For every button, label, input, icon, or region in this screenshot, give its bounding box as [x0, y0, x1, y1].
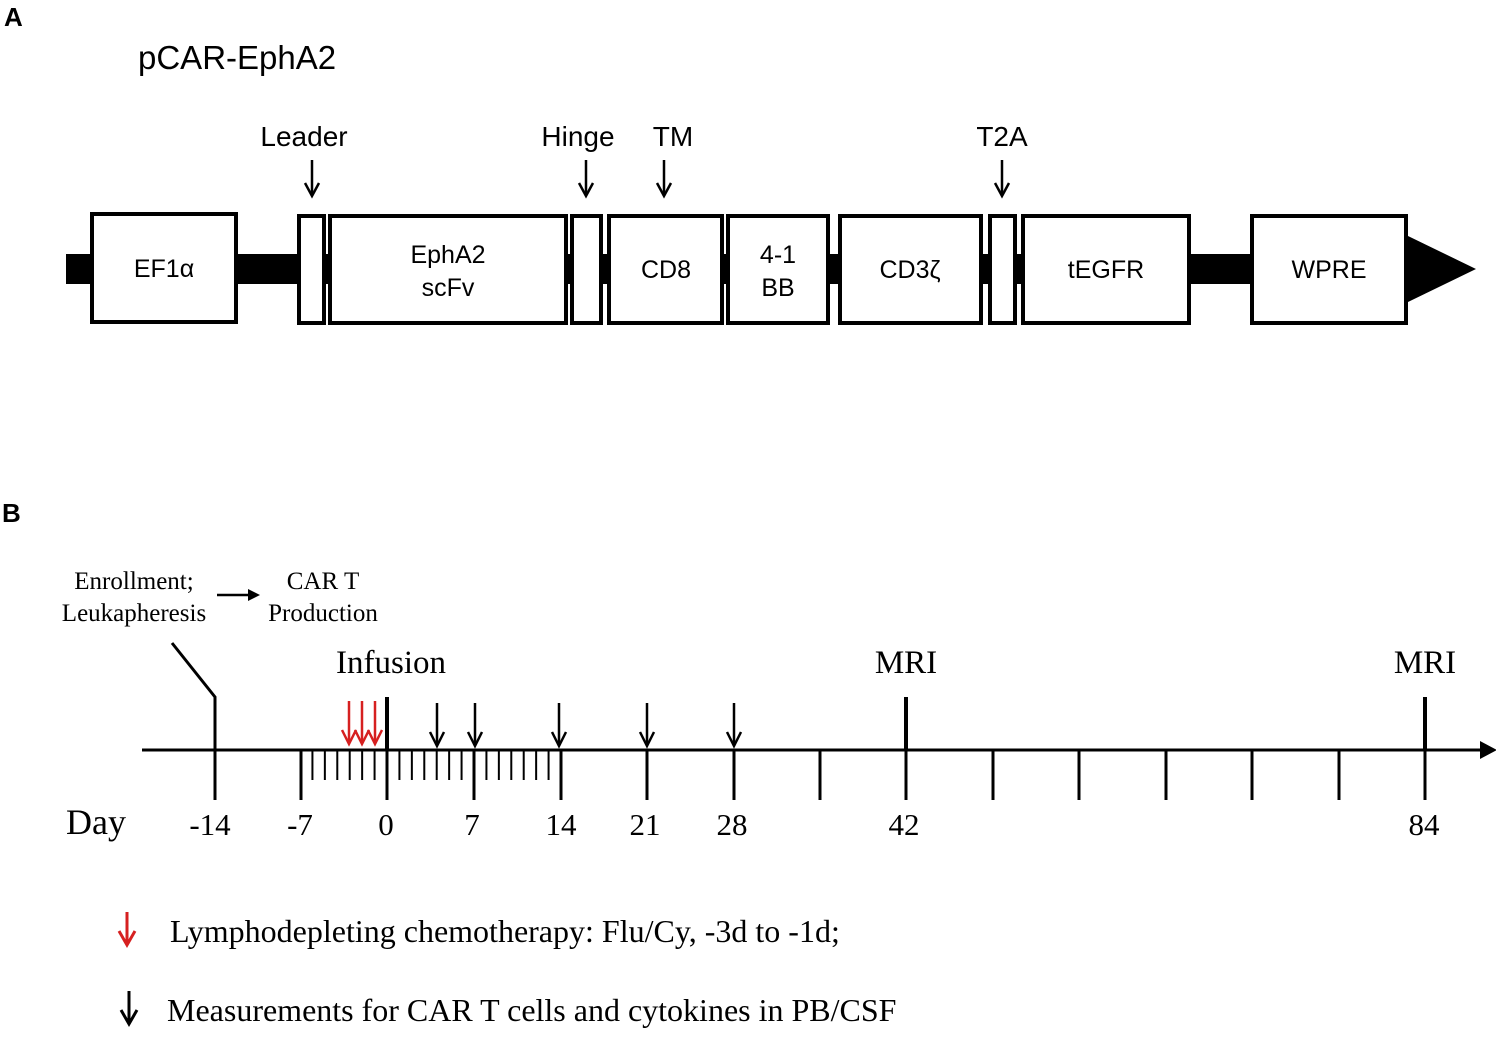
legend-chemotherapy: Lymphodepleting chemotherapy: Flu/Cy, -3…	[117, 912, 840, 949]
segment-leader	[297, 214, 326, 325]
segment-tegfr: tEGFR	[1021, 214, 1191, 325]
callout-tm-label: TM	[653, 121, 693, 152]
segment-epha2-label-line1: EphA2	[410, 241, 485, 269]
callout-t2a: T2A	[976, 121, 1028, 199]
segment-epha2-scfv: EphA2 scFv	[328, 214, 568, 325]
segment-wpre-label: WPRE	[1292, 256, 1367, 284]
enrollment-label-line2: Leukapheresis	[62, 600, 206, 627]
measurement-arrow	[638, 703, 656, 749]
measurement-arrow-head	[466, 731, 484, 749]
segment-ef1a: EF1α	[90, 212, 238, 324]
legend-measurement-text: Measurements for CAR T cells and cytokin…	[167, 992, 896, 1028]
construct-title: pCAR-EphA2	[138, 39, 336, 76]
chemotherapy-arrow-head	[366, 729, 384, 747]
callout-hinge-label: Hinge	[541, 121, 614, 152]
enrollment-connector	[170, 642, 217, 750]
production-label-line1: CAR T	[287, 568, 359, 595]
chemotherapy-arrow-head	[340, 729, 358, 747]
segment-epha2-label-line2: scFv	[422, 274, 475, 302]
chemotherapy-arrow	[366, 701, 384, 747]
day-tick-label: 7	[464, 807, 480, 842]
chemotherapy-arrow	[353, 701, 371, 747]
segment-cd8: CD8	[607, 214, 724, 325]
chemotherapy-arrow	[340, 701, 358, 747]
enrollment-label-line1: Enrollment;	[74, 568, 193, 595]
measurement-arrow-head	[638, 731, 656, 749]
day-tick-label: 21	[630, 807, 661, 842]
mri-label-2: MRI	[1394, 645, 1456, 681]
callout-tm: TM	[653, 121, 693, 199]
panel-a-label: A	[4, 2, 23, 32]
measurement-arrow-head	[550, 731, 568, 749]
timeline-marker-lines	[385, 697, 1427, 750]
segment-4-1bb-label-line1: 4-1	[760, 241, 796, 269]
segment-hinge	[570, 214, 603, 325]
chemotherapy-arrow-head	[353, 729, 371, 747]
callout-hinge: Hinge	[541, 121, 615, 199]
segment-ef1a-label: EF1α	[134, 255, 194, 283]
timeline-arrowhead	[1480, 741, 1496, 759]
measurement-arrow	[428, 703, 446, 749]
legend-chemotherapy-text: Lymphodepleting chemotherapy: Flu/Cy, -3…	[170, 913, 840, 949]
day-tick-label: -7	[287, 807, 313, 842]
segment-cd3z: CD3ζ	[838, 214, 983, 325]
chemotherapy-arrows	[340, 701, 384, 747]
segment-4-1bb: 4-1 BB	[726, 214, 830, 325]
measurement-arrow	[550, 703, 568, 749]
enrollment-to-production-arrow	[217, 589, 260, 601]
legend-measurement: Measurements for CAR T cells and cytokin…	[119, 991, 896, 1028]
segment-t2a	[988, 214, 1017, 325]
callout-leader-label: Leader	[260, 121, 347, 152]
day-tick-label: 28	[717, 807, 748, 842]
production-label-line2: Production	[268, 600, 378, 627]
callout-leader: Leader	[260, 121, 348, 199]
mri-label-1: MRI	[875, 645, 937, 681]
day-tick-label: 14	[546, 807, 578, 842]
measurement-arrow-head	[428, 731, 446, 749]
segment-4-1bb-label-line2: BB	[761, 274, 794, 302]
panel-b-label: B	[2, 498, 21, 528]
day-tick-label: 42	[889, 807, 920, 842]
measurement-arrow	[725, 703, 743, 749]
day-tick-label: 0	[378, 807, 394, 842]
timeline-ticks	[213, 750, 1427, 800]
callout-t2a-label: T2A	[976, 121, 1028, 152]
backbone-arrowhead	[1408, 236, 1476, 302]
day-tick-label: -14	[189, 807, 231, 842]
segment-cd8-label: CD8	[641, 256, 691, 284]
day-axis-label: Day	[66, 802, 126, 842]
measurement-arrows	[428, 703, 743, 749]
infusion-label: Infusion	[336, 645, 446, 681]
segment-cd3z-label: CD3ζ	[879, 256, 940, 284]
segment-tegfr-label: tEGFR	[1068, 256, 1144, 284]
measurement-arrow	[466, 703, 484, 749]
measurement-arrow-head	[725, 731, 743, 749]
segment-wpre: WPRE	[1250, 214, 1408, 325]
day-tick-label: 84	[1409, 807, 1441, 842]
